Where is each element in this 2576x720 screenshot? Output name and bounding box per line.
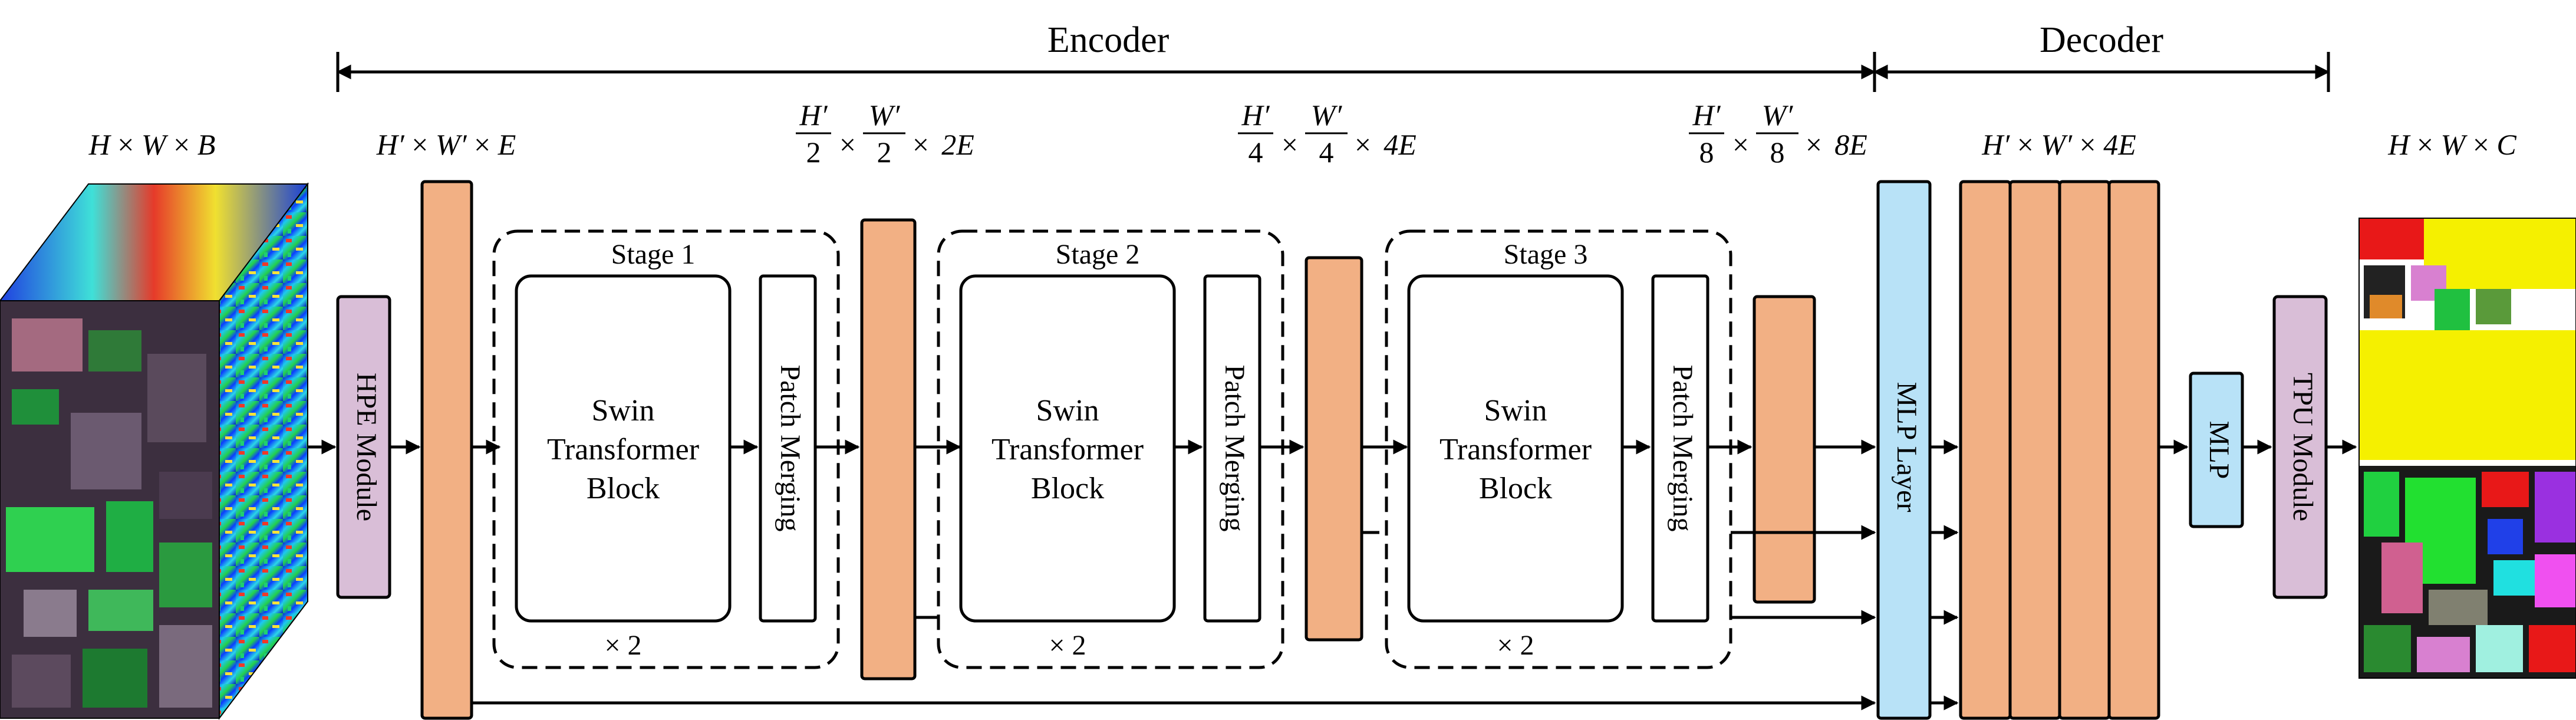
stage-2-shape-h-num: H′ <box>1241 98 1270 131</box>
encoder-span: Encoder <box>336 20 1876 92</box>
hpe-module-label: HPE Module <box>351 373 382 521</box>
decoder-label: Decoder <box>2040 20 2163 60</box>
input-shape-label: H × W × B <box>88 128 216 161</box>
stage-2-repeat: × 2 <box>1049 630 1086 661</box>
stage-2: Stage 2 Swin Transformer Block Patch Mer… <box>937 229 1284 669</box>
stage-1-shape-c: 2E <box>941 128 974 161</box>
stage-1-shape-times1: × <box>839 128 856 161</box>
output-shape-label: H × W × C <box>2387 128 2516 161</box>
stage-2-title: Stage 2 <box>1056 239 1140 270</box>
stage-1-shape-h-den: 2 <box>806 136 821 169</box>
stage-2-shape-w-num: W′ <box>1311 98 1343 131</box>
stage-2-shape-w-den: 4 <box>1319 136 1334 169</box>
stage-3-feature-map <box>1753 295 1816 604</box>
stage-3-shape-h-den: 8 <box>1699 136 1714 169</box>
skip-connections <box>472 439 1876 711</box>
stage-3-shape-c: 8E <box>1834 128 1867 161</box>
input-hyperspectral-cube <box>0 182 309 720</box>
mlp-layer: MLP Layer <box>1876 180 1932 720</box>
concat-shape-label: H′ × W′ × 4E <box>1981 128 2136 161</box>
stage-1-shape-times2: × <box>913 128 929 161</box>
stage-3-shape-h-num: H′ <box>1692 98 1721 131</box>
encoder-label: Encoder <box>1047 20 1170 60</box>
stage-2-merge-label: Patch Merging <box>1219 364 1250 531</box>
stage-2-shape-times2: × <box>1355 128 1371 161</box>
stage-1: Stage 1 Swin Transformer Block Patch Mer… <box>492 229 840 669</box>
stage-3-block-line2: Transformer <box>1439 433 1592 466</box>
stage-1-block-line3: Block <box>587 472 660 505</box>
stage-2-block-line2: Transformer <box>991 433 1144 466</box>
stage-2-shape-c: 4E <box>1383 128 1417 161</box>
stage-3: Stage 3 Swin Transformer Block Patch Mer… <box>1385 229 1732 669</box>
stage-3-merge-label: Patch Merging <box>1667 364 1698 531</box>
stage-3-shape-w-den: 8 <box>1770 136 1785 169</box>
stage-1-block-line2: Transformer <box>547 433 699 466</box>
mlp-label: MLP <box>2203 421 2235 479</box>
stage-3-shape-times2: × <box>1806 128 1822 161</box>
stage-3-shape-times1: × <box>1732 128 1749 161</box>
output-classification-map <box>2358 218 2576 679</box>
stage-2-block-line3: Block <box>1031 472 1104 505</box>
concatenated-feature-maps <box>1959 180 2160 720</box>
stage-1-shape-w-num: W′ <box>869 98 901 131</box>
stage-3-block-line3: Block <box>1479 472 1552 505</box>
stage-1-block-line1: Swin <box>592 394 655 428</box>
stage-1-feature-map <box>860 218 917 680</box>
stage-2-block-line1: Swin <box>1036 394 1099 428</box>
stage-3-repeat: × 2 <box>1497 630 1534 661</box>
stage-1-shape-w-den: 2 <box>877 136 892 169</box>
stage-2-shape-h-den: 4 <box>1249 136 1263 169</box>
embed-shape-label: H′ × W′ × E <box>376 128 516 161</box>
stage-2-feature-map <box>1305 256 1363 642</box>
tpu-module: TPU Module <box>2272 295 2328 599</box>
mlp-layer-label: MLP Layer <box>1891 382 1922 512</box>
stage-3-block-line1: Swin <box>1484 394 1547 428</box>
stage-1-title: Stage 1 <box>611 239 696 270</box>
stage-3-title: Stage 3 <box>1504 239 1588 270</box>
stage-1-merge-label: Patch Merging <box>775 364 806 531</box>
stage-1-repeat: × 2 <box>604 630 641 661</box>
tpu-module-label: TPU Module <box>2287 373 2318 521</box>
hpe-module: HPE Module <box>336 295 391 599</box>
stage-2-shape-times1: × <box>1282 128 1298 161</box>
stage-1-shape-h-num: H′ <box>799 98 828 131</box>
stage-3-shape-w-num: W′ <box>1762 98 1794 131</box>
embedded-feature-map <box>420 180 473 720</box>
decoder-span: Decoder <box>1873 20 2330 92</box>
mlp-block: MLP <box>2189 371 2244 528</box>
